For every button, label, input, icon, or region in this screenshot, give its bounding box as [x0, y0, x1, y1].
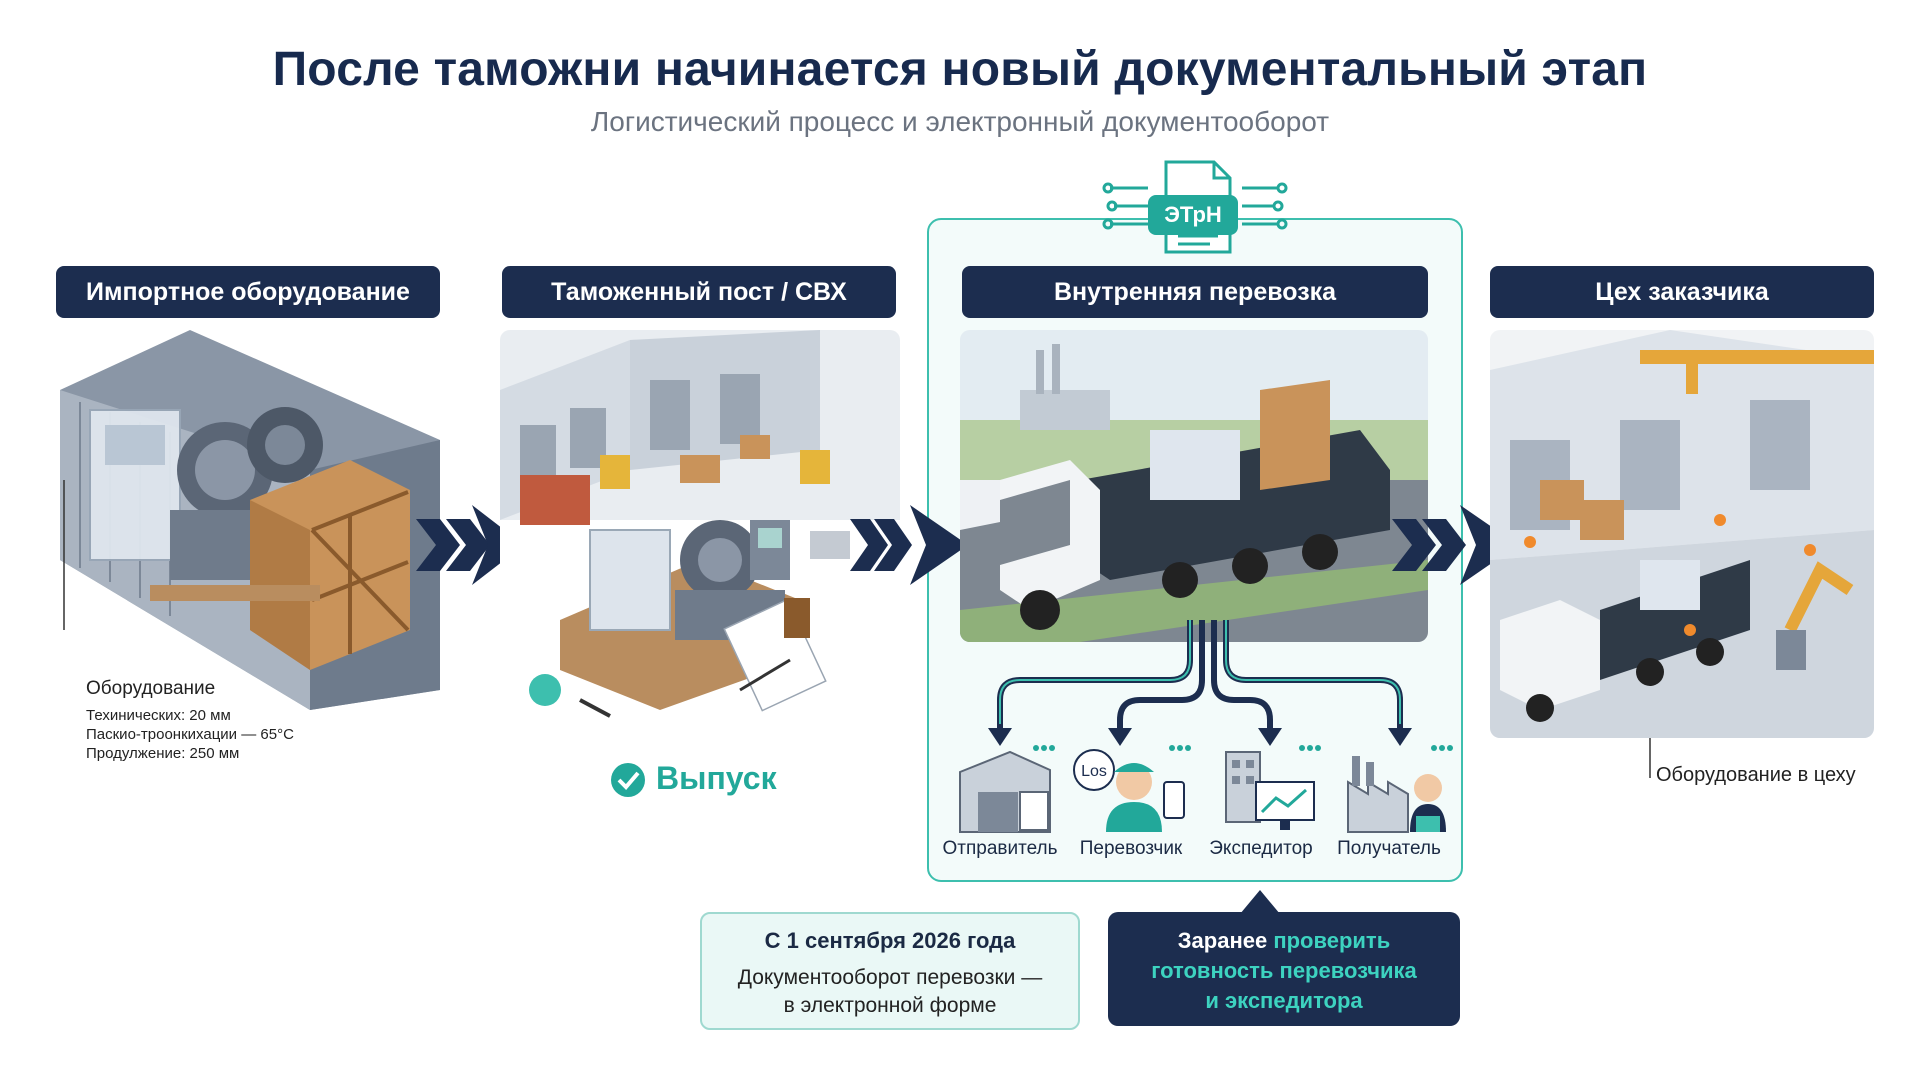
participant-forwarder: Экспедитор [1209, 838, 1313, 859]
carrier-logo-text: Los [1081, 763, 1107, 780]
participant-recipient: Получатель [1337, 838, 1441, 859]
stage-label-transport: Внутренняя перевозка [962, 266, 1428, 318]
factory-icon [1347, 745, 1453, 833]
flow-arrow-icon [810, 505, 968, 585]
note-check-highlight: проверить [1273, 928, 1391, 953]
note-check-card: Заранее проверить готовность перевозчика… [1108, 912, 1460, 1026]
page-subtitle: Логистический процесс и электронный доку… [590, 106, 1330, 137]
truck-panel [960, 330, 1428, 642]
equipment-note-line: Паскио-троонкихации — 65°С [86, 726, 294, 743]
equipment-note-line: Техинических: 20 мм [86, 707, 231, 724]
stage-label-workshop: Цех заказчика [1490, 266, 1874, 318]
note-pointer [1240, 890, 1280, 914]
equipment-note-title: Оборудование [86, 678, 216, 699]
note-check-highlight: и экспедитора [1205, 988, 1363, 1013]
customs-panel [500, 330, 900, 730]
equipment-note-line: Продулжение: 250 мм [86, 745, 240, 762]
flow-arrow-icon [416, 505, 524, 585]
release-label: Выпуск [656, 760, 777, 796]
checkmark-icon [611, 763, 645, 797]
note-date-card: С 1 сентября 2026 года Документооборот п… [700, 912, 1080, 1030]
workshop-panel [1490, 330, 1874, 738]
etrn-badge: ЭТрН [1148, 195, 1238, 235]
note-check-prefix: Заранее [1177, 928, 1274, 953]
office-icon [1225, 745, 1321, 830]
note-date-line: в электронной форме [783, 994, 997, 1017]
stage-label-customs: Таможенный пост / СВХ [502, 266, 896, 318]
caption-pointer-line [1649, 738, 1651, 778]
distribution-lines [988, 620, 1412, 746]
import-container-illustration [60, 330, 440, 710]
flow-arrow-icon [1392, 505, 1518, 585]
participant-sender: Отправитель [942, 838, 1058, 859]
note-date-title: С 1 сентября 2026 года [764, 928, 1016, 953]
stage-label-import: Импортное оборудование [56, 266, 440, 318]
participant-carrier: Перевозчик [1079, 838, 1183, 859]
page-title: После таможни начинается новый документа… [272, 43, 1648, 96]
workshop-caption: Оборудование в цеху [1656, 764, 1856, 786]
warehouse-icon [959, 745, 1055, 833]
driver-icon: Los [1073, 745, 1191, 832]
note-date-line: Документооборот перевозки — [737, 966, 1043, 989]
note-check-highlight: готовность перевозчика [1151, 958, 1417, 983]
